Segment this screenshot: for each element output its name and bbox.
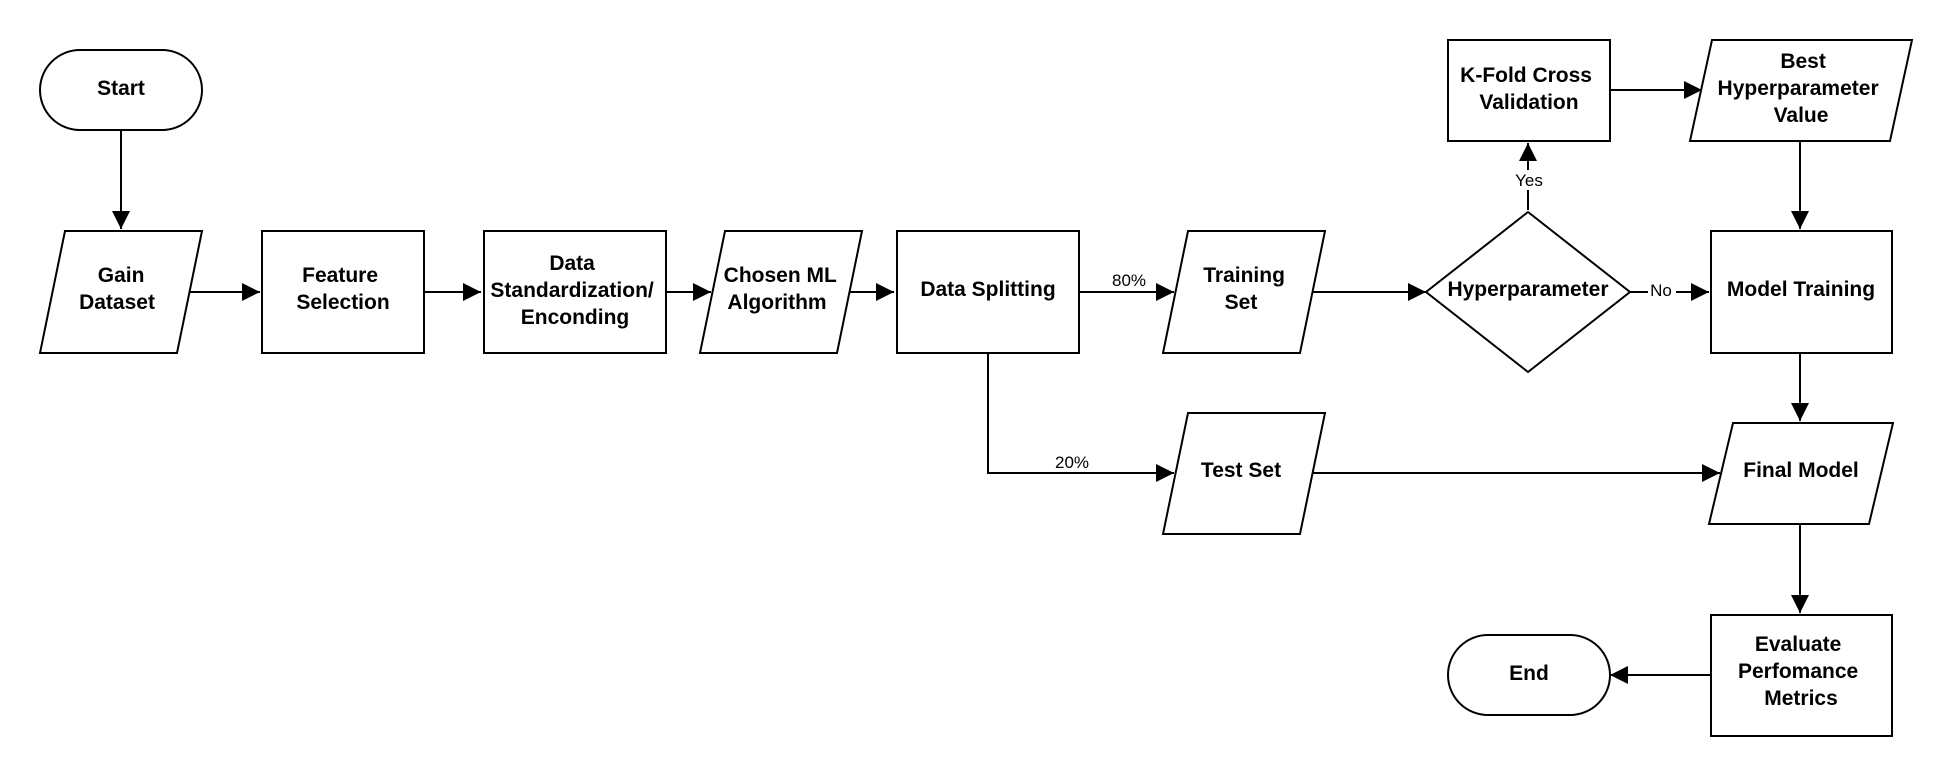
node-final-model: Final Model xyxy=(1707,422,1895,525)
data-shape xyxy=(1161,230,1327,354)
node-chosen-ml-label: Chosen ML Algorithm xyxy=(724,264,843,314)
node-best-hyperparameter-value: Best Hyperparameter Value xyxy=(1688,39,1914,142)
node-kfold-cross-validation: K-Fold Cross Validation xyxy=(1447,39,1611,142)
edge-splitting-to-test-20 xyxy=(987,353,1174,482)
data-shape xyxy=(1688,39,1914,142)
node-best-hyper-label: Best Hyperparameter Value xyxy=(1718,50,1885,127)
edge-label-no: No xyxy=(1650,281,1672,300)
edge-labels: 80% 20% Yes No xyxy=(1055,170,1676,472)
node-data-standardization-label: Data Standardization/ Enconding xyxy=(490,252,659,329)
node-data-splitting-label: Data Splitting xyxy=(920,278,1055,301)
process-shape xyxy=(1447,39,1611,142)
edge-label-yes-background xyxy=(1511,170,1547,190)
process-shape xyxy=(1710,614,1893,737)
node-gain-dataset-label: Gain Dataset xyxy=(79,264,155,314)
node-gain-dataset: Gain Dataset xyxy=(38,230,204,354)
node-start-label: Start xyxy=(97,77,145,100)
node-feature-selection: Feature Selection xyxy=(261,230,425,354)
edges xyxy=(112,81,1809,684)
node-end: End xyxy=(1447,634,1611,716)
node-evaluate-metrics: Evaluate Perfomance Metrics xyxy=(1710,614,1893,737)
node-data-splitting: Data Splitting xyxy=(896,230,1080,354)
node-hyperparameter-label: Hyperparameter xyxy=(1447,278,1608,301)
edge-label-no-background xyxy=(1648,280,1676,300)
terminator-shape xyxy=(39,49,203,131)
node-evaluate-label: Evaluate Perfomance Metrics xyxy=(1738,633,1864,710)
node-final-model-label: Final Model xyxy=(1743,459,1859,482)
node-test-set: Test Set xyxy=(1161,412,1327,535)
node-kfold-label: K-Fold Cross Validation xyxy=(1460,64,1598,114)
process-shape xyxy=(1710,230,1893,354)
data-shape xyxy=(38,230,204,354)
node-test-set-label: Test Set xyxy=(1201,459,1281,482)
data-shape xyxy=(1707,422,1895,525)
node-model-training-label: Model Training xyxy=(1727,278,1875,301)
node-training-set: Training Set xyxy=(1161,230,1327,354)
data-shape xyxy=(1161,412,1327,535)
process-shape xyxy=(261,230,425,354)
process-shape xyxy=(483,230,667,354)
node-start: Start xyxy=(39,49,203,131)
node-hyperparameter: Hyperparameter xyxy=(1424,210,1632,374)
edge-label-20: 20% xyxy=(1055,453,1089,472)
data-shape xyxy=(698,230,864,354)
node-feature-selection-label: Feature Selection xyxy=(296,264,389,314)
node-end-label: End xyxy=(1509,662,1549,685)
edge-label-yes: Yes xyxy=(1515,171,1543,190)
node-training-set-label: Training Set xyxy=(1203,264,1291,314)
terminator-shape xyxy=(1447,634,1611,716)
decision-shape xyxy=(1424,210,1632,374)
node-model-training: Model Training xyxy=(1710,230,1893,354)
node-chosen-ml-algorithm: Chosen ML Algorithm xyxy=(698,230,864,354)
process-shape xyxy=(896,230,1080,354)
edge-label-80: 80% xyxy=(1112,271,1146,290)
node-data-standardization: Data Standardization/ Enconding xyxy=(483,230,667,354)
